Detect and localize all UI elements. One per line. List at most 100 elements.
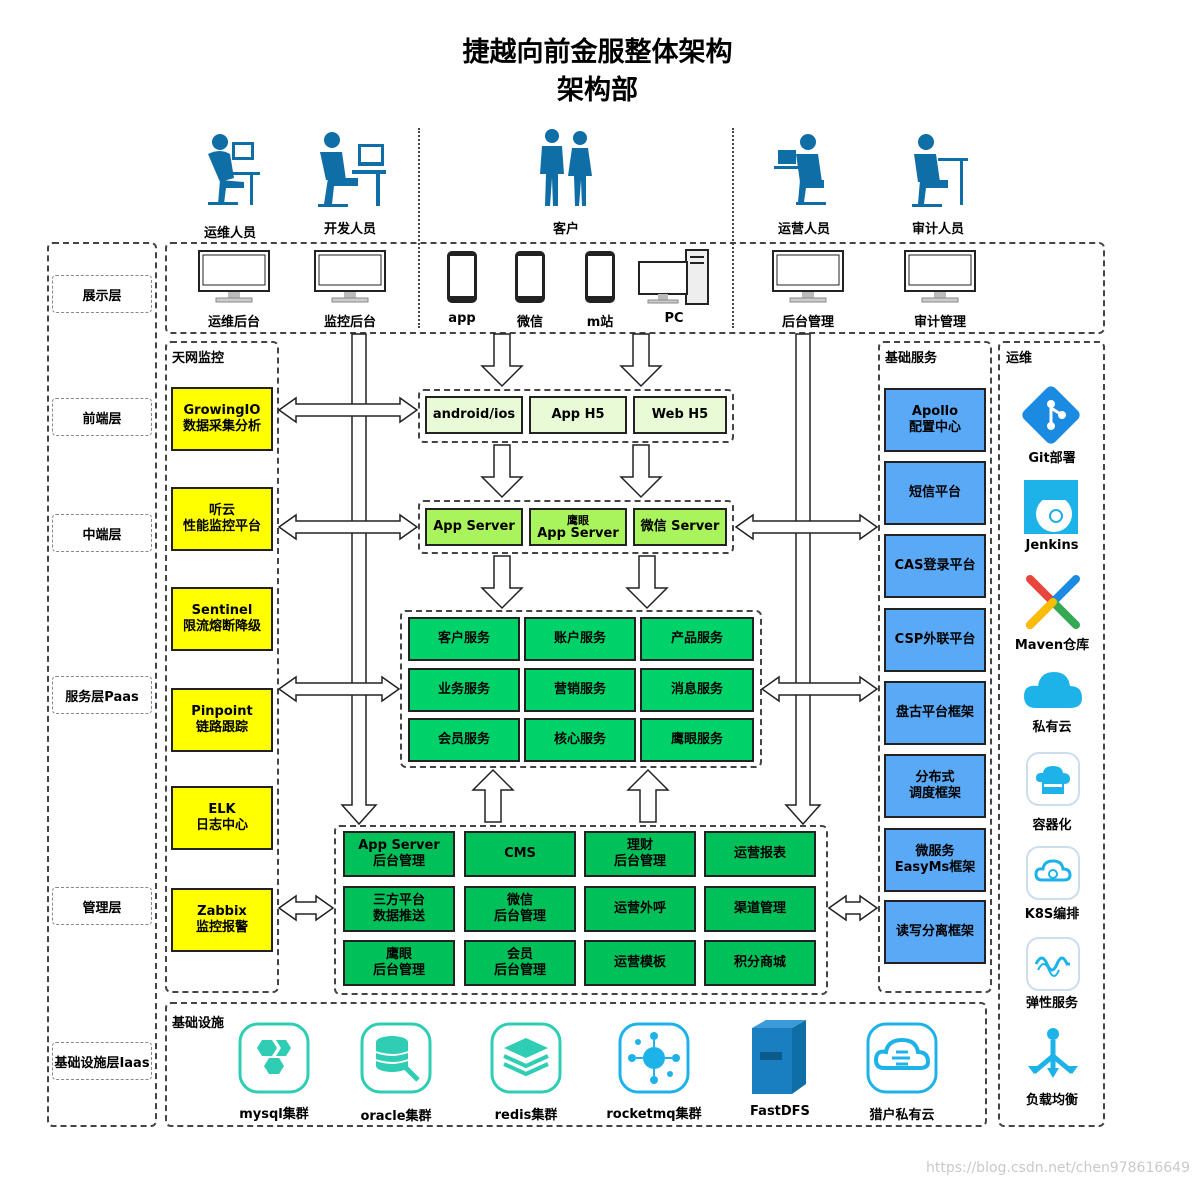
arrow-monitor-frontend bbox=[277, 396, 419, 424]
service-member: 会员服务 bbox=[408, 718, 520, 762]
layer-label-infra: 基础设施层Iaas bbox=[52, 1042, 152, 1080]
arrow-frontend-middle-left bbox=[480, 444, 524, 499]
mobile-phone-icon bbox=[585, 251, 615, 303]
display-backend-label: 后台管理 bbox=[781, 315, 834, 330]
arrow-display-frontend-left bbox=[480, 333, 524, 388]
manage-points-mall: 积分商城 bbox=[704, 940, 816, 986]
service-core: 核心服务 bbox=[524, 718, 636, 762]
role-customer-label: 客户 bbox=[552, 222, 579, 237]
redis-icon bbox=[490, 1022, 562, 1094]
manage-eagle-admin: 鹰眼后台管理 bbox=[343, 940, 455, 986]
display-pc-label: PC bbox=[664, 311, 684, 326]
arrow-monitor-manage bbox=[277, 894, 335, 922]
wechat-phone-icon bbox=[515, 251, 545, 303]
layer-label-frontend: 前端层 bbox=[52, 398, 152, 436]
display-mobile-label: m站 bbox=[586, 315, 614, 330]
arrow-manage-base bbox=[827, 894, 879, 922]
ops-console-monitor-icon bbox=[198, 250, 270, 303]
service-customer: 客户服务 bbox=[408, 617, 520, 661]
audit-monitor-icon bbox=[904, 250, 976, 303]
manage-member-admin: 会员后台管理 bbox=[464, 940, 576, 986]
fastdfs-server-icon bbox=[752, 1020, 806, 1094]
infra-section-title: 基础设施 bbox=[172, 1016, 225, 1031]
ops-git-label: Git部署 bbox=[1028, 451, 1076, 466]
arrow-monitor-service bbox=[277, 675, 401, 703]
ops-k8s-label: K8S编排 bbox=[1024, 907, 1080, 922]
manage-third-party-push: 三方平台数据推送 bbox=[343, 886, 455, 932]
arrow-manage-service-left bbox=[471, 768, 515, 823]
rocketmq-icon bbox=[618, 1022, 690, 1094]
monitor-section-title: 天网监控 bbox=[172, 351, 225, 366]
service-product: 产品服务 bbox=[640, 617, 754, 661]
role-dev-label: 开发人员 bbox=[323, 222, 376, 237]
backend-monitor-icon bbox=[772, 250, 844, 303]
service-eagle: 鹰眼服务 bbox=[640, 718, 754, 762]
k8s-icon bbox=[1026, 846, 1080, 900]
arrow-middle-service-left bbox=[480, 555, 524, 610]
base-sms: 短信平台 bbox=[884, 461, 986, 525]
infra-section bbox=[165, 1002, 987, 1127]
manage-layer-box bbox=[334, 825, 828, 995]
git-icon bbox=[1022, 386, 1080, 444]
display-audit-label: 审计管理 bbox=[913, 315, 966, 330]
arrow-manage-service-right bbox=[626, 768, 670, 823]
frontend-web-h5: Web H5 bbox=[633, 396, 727, 434]
infra-oracle-label: oracle集群 bbox=[360, 1109, 432, 1124]
display-layer-box bbox=[165, 242, 1105, 334]
monitor-tingyun: 听云性能监控平台 bbox=[171, 487, 273, 551]
auditor-person-icon bbox=[912, 134, 968, 207]
base-section-title: 基础服务 bbox=[885, 351, 938, 366]
role-auditor-label: 审计人员 bbox=[911, 222, 964, 237]
operator-person-icon bbox=[774, 134, 826, 205]
arrow-service-base bbox=[760, 675, 879, 703]
frontend-android-ios: android/ios bbox=[425, 396, 523, 434]
elastic-service-icon bbox=[1026, 937, 1080, 991]
oracle-icon bbox=[360, 1022, 432, 1094]
role-ops-label: 运维人员 bbox=[203, 226, 256, 241]
arrow-monitor-middle bbox=[277, 513, 419, 541]
manage-wealth-admin: 理财后台管理 bbox=[584, 831, 696, 877]
role-separator-right bbox=[732, 128, 734, 328]
infra-redis-label: redis集群 bbox=[494, 1108, 558, 1123]
manage-ops-callout: 运营外呼 bbox=[584, 886, 696, 932]
customer-people-icon bbox=[540, 129, 592, 206]
service-marketing: 营销服务 bbox=[524, 668, 636, 712]
dev-person-icon bbox=[318, 132, 386, 207]
orion-cloud-icon bbox=[866, 1022, 938, 1094]
manage-channel: 渠道管理 bbox=[704, 886, 816, 932]
ops-maven-label: Maven仓库 bbox=[1014, 638, 1090, 653]
base-csp: CSP外联平台 bbox=[884, 608, 986, 672]
frontend-layer-box bbox=[418, 389, 734, 443]
infra-rocketmq-label: rocketmq集群 bbox=[606, 1107, 702, 1122]
monitor-console-monitor-icon bbox=[314, 250, 386, 303]
middle-layer-box bbox=[418, 500, 734, 554]
layer-column bbox=[47, 242, 157, 1127]
manage-wechat-admin: 微信后台管理 bbox=[464, 886, 576, 932]
display-app-label: app bbox=[448, 311, 476, 326]
load-balance-icon bbox=[1028, 1028, 1078, 1078]
manage-cms: CMS bbox=[464, 831, 576, 877]
arrow-middle-base bbox=[734, 513, 879, 541]
layer-label-manage: 管理层 bbox=[52, 887, 152, 925]
middle-app-server: App Server bbox=[425, 508, 523, 546]
base-cas: CAS登录平台 bbox=[884, 534, 986, 598]
base-rw-split: 读写分离框架 bbox=[884, 900, 986, 964]
ops-section bbox=[998, 341, 1105, 1127]
display-ops-console-label: 运维后台 bbox=[207, 315, 260, 330]
maven-icon bbox=[1026, 575, 1080, 629]
infra-mysql-label: mysql集群 bbox=[239, 1107, 309, 1122]
infra-fastdfs-label: FastDFS bbox=[750, 1104, 810, 1119]
arrow-frontend-middle-right bbox=[619, 444, 663, 499]
service-message: 消息服务 bbox=[640, 668, 754, 712]
layer-label-display: 展示层 bbox=[52, 275, 152, 313]
middle-wechat-server: 微信 Server bbox=[633, 508, 727, 546]
manage-ops-report: 运营报表 bbox=[704, 831, 816, 877]
layer-label-middle: 中端层 bbox=[52, 514, 152, 552]
